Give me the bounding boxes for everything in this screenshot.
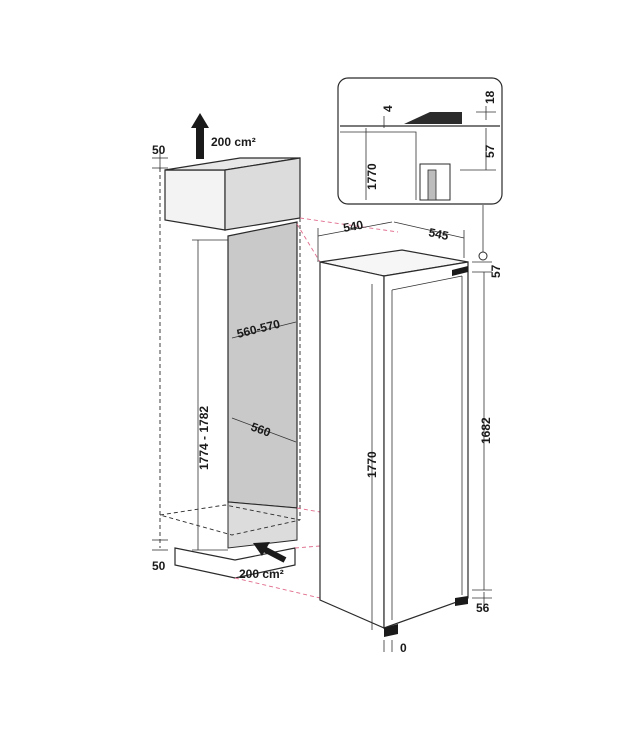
detail-gap18-label: 18 — [483, 90, 497, 104]
appliance-width-dimline — [393, 221, 465, 239]
vent-bottom-label: 200 cm² — [239, 567, 284, 581]
niche-height-label: 1774 - 1782 — [197, 406, 211, 470]
detail-marker — [478, 251, 488, 261]
bottom-plinth — [174, 547, 296, 579]
bottom-offset-label: 56 — [476, 601, 490, 615]
niche-cavity-floor — [227, 501, 298, 549]
rear-foot — [455, 596, 468, 606]
top-hinge — [452, 266, 468, 276]
appliance-door — [383, 261, 469, 629]
niche-outline-bottom — [159, 504, 301, 536]
appliance-unit — [317, 205, 492, 652]
appliance-depth-label: 540 — [342, 218, 364, 235]
top-offset-label: 57 — [489, 264, 503, 278]
niche-width-dimline — [231, 321, 297, 339]
detail-inset — [337, 77, 503, 205]
niche-unit — [152, 150, 301, 579]
vent-top-label: 200 cm² — [211, 135, 256, 149]
appliance-width-label: 545 — [427, 225, 450, 243]
detail-appliance-edge — [340, 131, 417, 200]
niche-depth-label: 560 — [249, 420, 273, 440]
top-vent-box-side — [224, 157, 301, 231]
detail-gap57-label: 57 — [483, 144, 497, 158]
guide-lines — [234, 217, 399, 599]
arrow-diagonal-icon — [253, 542, 287, 563]
niche-depth-dimline — [231, 417, 297, 443]
foot-offset-label: 0 — [400, 641, 407, 655]
appliance-side — [319, 261, 385, 629]
top-vent-box-front — [164, 169, 226, 231]
front-foot — [384, 624, 398, 637]
door-height-label: 1682 — [479, 417, 493, 444]
detail-frame — [337, 77, 503, 205]
bottom-clearance-label: 50 — [152, 559, 166, 573]
detail-height-label: 1770 — [365, 163, 379, 190]
appliance-depth-dimline — [317, 221, 393, 237]
detail-hinge — [404, 112, 462, 124]
niche-cavity — [227, 221, 298, 509]
arrow-up-icon — [191, 113, 209, 159]
door-top-line — [391, 275, 463, 291]
appliance-height-label: 1770 — [365, 451, 379, 478]
detail-door-seal — [427, 169, 437, 201]
detail-gap4-label: 4 — [381, 105, 395, 112]
top-clearance-label: 50 — [152, 143, 166, 157]
